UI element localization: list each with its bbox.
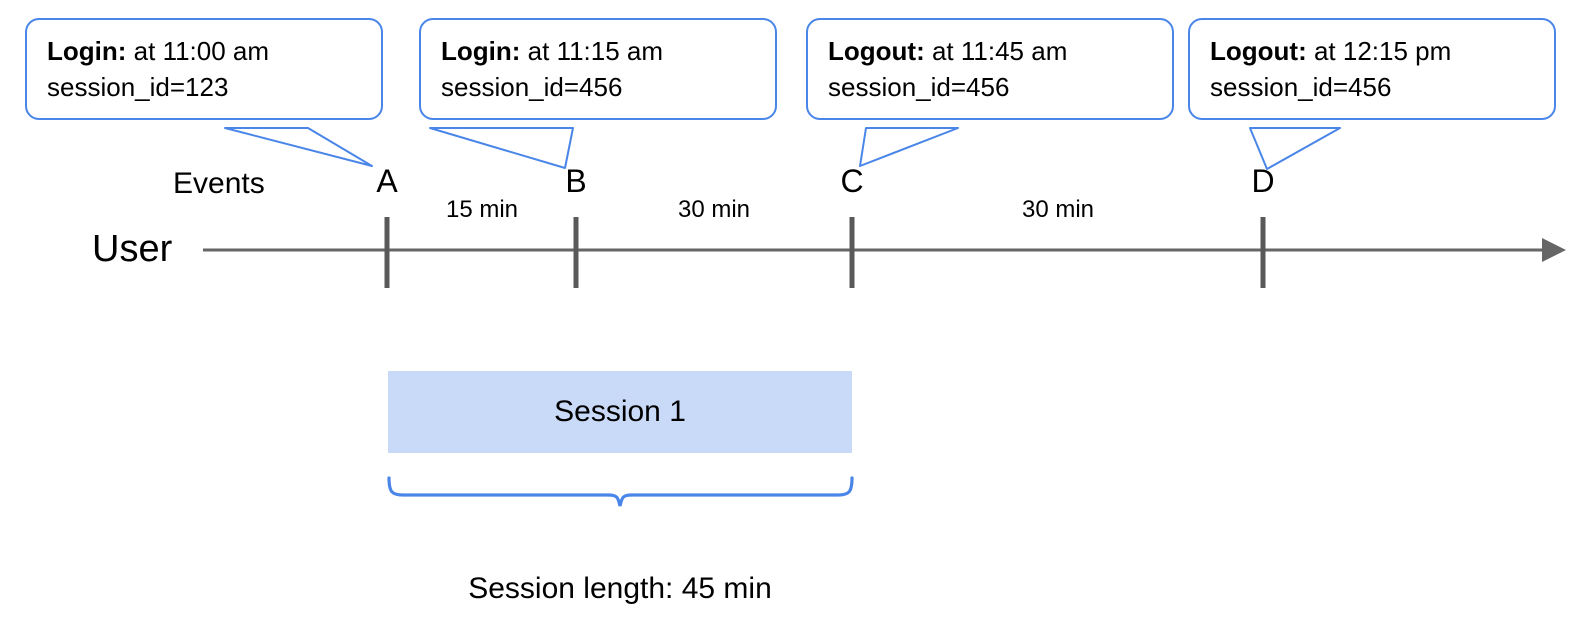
callout-bubble-b[interactable]: Login: at 11:15 am session_id=456 — [419, 18, 777, 120]
callout-detail-b: at 11:15 am — [527, 36, 664, 66]
session-span-brace — [387, 476, 854, 507]
lane-label-events: Events — [173, 167, 265, 200]
callout-detail-d: at 12:15 pm — [1313, 36, 1452, 66]
callout-line-b-1: Login: at 11:15 am — [441, 34, 757, 70]
tick-label-a: A — [376, 163, 398, 199]
callout-bubble-a[interactable]: Login: at 11:00 am session_id=123 — [25, 18, 383, 120]
tick-label-d: D — [1251, 163, 1275, 199]
callout-line-a-1: Login: at 11:00 am — [47, 34, 363, 70]
callout-tail-c — [859, 127, 959, 167]
callout-tail-b — [429, 127, 574, 169]
callout-event-a: Login: — [47, 36, 127, 66]
callout-detail-c: at 11:45 am — [931, 36, 1068, 66]
session-length-caption: Session length: 45 min — [468, 572, 772, 605]
callout-session-a: session_id=123 — [47, 71, 229, 102]
callout-event-c: Logout: — [828, 36, 925, 66]
tick-label-b: B — [565, 163, 587, 199]
interval-label-cd: 30 min — [1021, 196, 1095, 223]
interval-label-ab: 15 min — [445, 196, 519, 223]
callout-event-d: Logout: — [1210, 36, 1307, 66]
tick-label-c: C — [840, 163, 864, 199]
callout-session-c: session_id=456 — [828, 71, 1010, 102]
callout-line-c-1: Logout: at 11:45 am — [828, 34, 1154, 70]
callout-session-d: session_id=456 — [1210, 71, 1392, 102]
callout-line-d-1: Logout: at 12:15 pm — [1210, 34, 1536, 70]
lane-label-user: User — [92, 228, 173, 270]
callout-detail-a: at 11:00 am — [133, 36, 270, 66]
callout-event-b: Login: — [441, 36, 521, 66]
interval-label-bc: 30 min — [677, 196, 751, 223]
callout-tail-d — [1249, 127, 1341, 170]
callout-tail-a — [224, 127, 373, 167]
session-bar[interactable]: Session 1 — [388, 371, 852, 453]
callout-bubble-d[interactable]: Logout: at 12:15 pm session_id=456 — [1188, 18, 1556, 120]
session-bar-label: Session 1 — [554, 395, 686, 428]
callout-bubble-c[interactable]: Logout: at 11:45 am session_id=456 — [806, 18, 1174, 120]
callout-session-b: session_id=456 — [441, 71, 623, 102]
